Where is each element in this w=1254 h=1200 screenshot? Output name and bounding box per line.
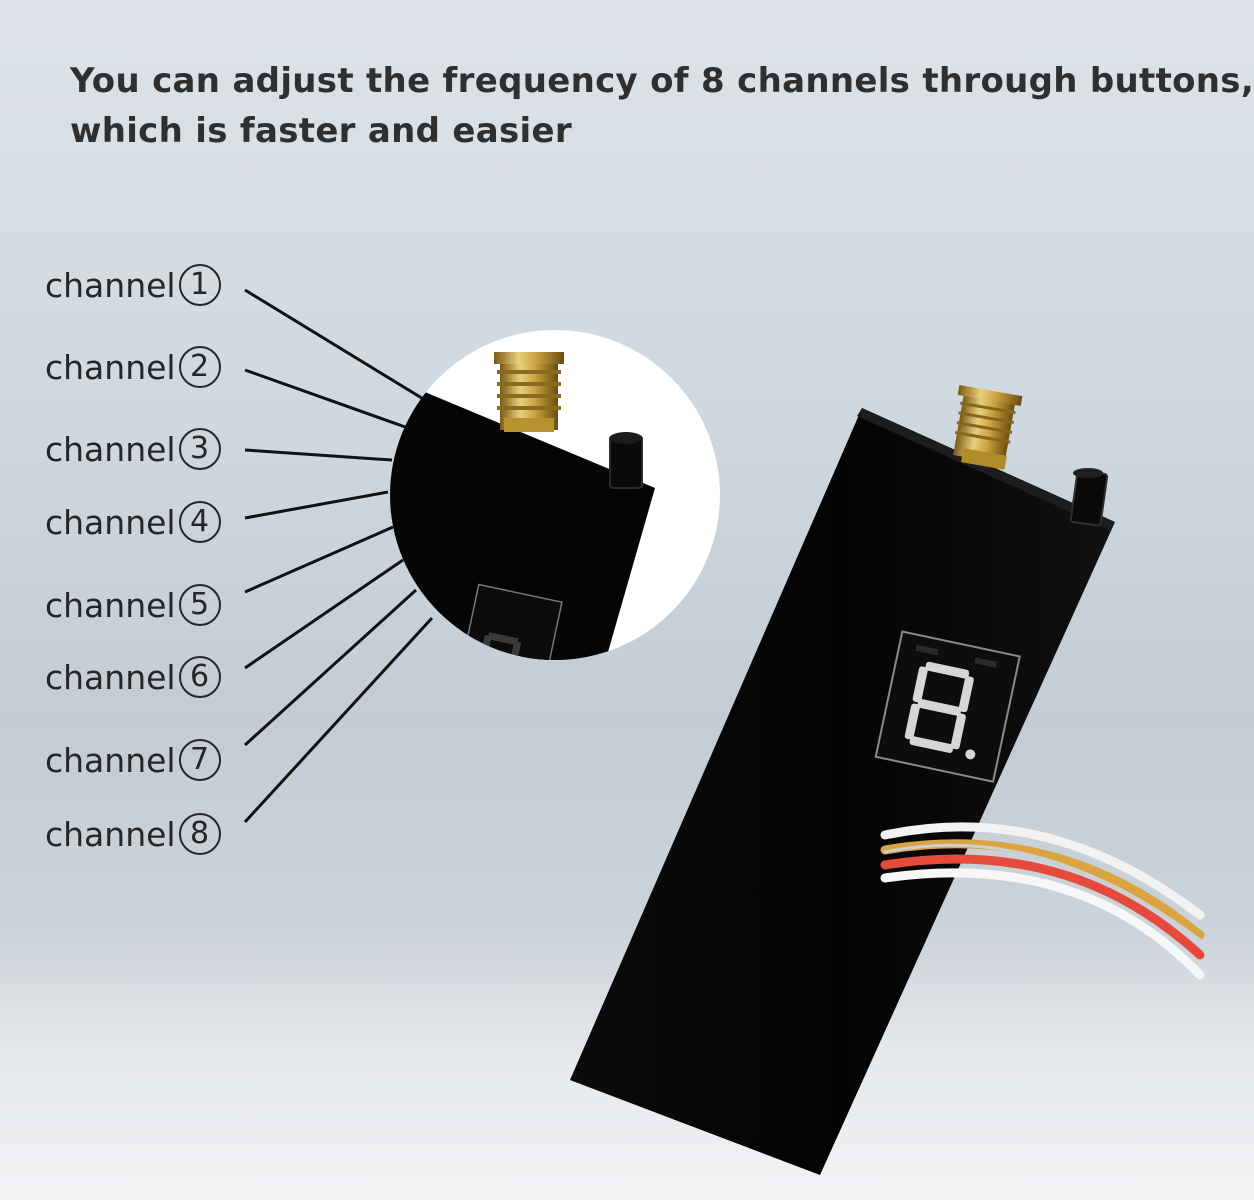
leader-lines xyxy=(243,288,434,824)
headline-line-2: which is faster and easier xyxy=(70,111,572,151)
channel-number-badge: 1 xyxy=(178,264,221,306)
channel-number-badge: 8 xyxy=(178,813,221,855)
zoom-digit-display xyxy=(461,583,563,660)
leader-line-5 xyxy=(244,525,394,594)
channel-label-6: channel 6 xyxy=(45,654,245,700)
display-digit-8 xyxy=(904,661,976,760)
channel-text: channel xyxy=(45,429,176,469)
leader-line-3 xyxy=(244,448,393,462)
channel-number-badge: 2 xyxy=(178,346,221,388)
channel-text: channel xyxy=(45,814,176,854)
antenna-connector xyxy=(953,385,1023,470)
channel-text: channel xyxy=(45,740,176,780)
headline: You can adjust the frequency of 8 channe… xyxy=(70,56,1254,156)
zoom-device-body xyxy=(390,390,655,660)
channel-number-badge: 5 xyxy=(178,584,221,626)
channel-number-badge: 4 xyxy=(178,501,221,543)
channel-label-3: channel 3 xyxy=(45,426,245,472)
channel-label-7: channel 7 xyxy=(45,737,245,783)
channel-button xyxy=(1069,468,1109,527)
channel-label-8: channel 8 xyxy=(45,811,245,857)
wire-bundle xyxy=(880,822,1205,980)
leader-line-2 xyxy=(244,368,409,430)
leader-line-4 xyxy=(244,490,389,520)
zoom-inset xyxy=(390,330,720,660)
channel-number-badge: 6 xyxy=(178,656,221,698)
channel-number-badge: 3 xyxy=(178,428,221,470)
channel-label-5: channel 5 xyxy=(45,582,245,628)
channel-text: channel xyxy=(45,502,176,542)
channel-label-2: channel 2 xyxy=(45,344,245,390)
leader-line-8 xyxy=(243,616,434,824)
leader-line-6 xyxy=(244,558,404,670)
channel-text: channel xyxy=(45,265,176,305)
channel-text: channel xyxy=(45,585,176,625)
channel-text: channel xyxy=(45,657,176,697)
channel-text: channel xyxy=(45,347,176,387)
channel-number-badge: 7 xyxy=(178,739,221,781)
leader-line-1 xyxy=(244,288,426,402)
product-illustration xyxy=(243,288,1205,1175)
channel-label-1: channel 1 xyxy=(45,262,245,308)
transmitter-device xyxy=(570,385,1205,1175)
zoom-antenna-connector xyxy=(494,352,564,432)
device-body xyxy=(570,408,1115,1175)
seven-segment-display xyxy=(874,630,1021,783)
leader-line-7 xyxy=(243,588,418,747)
channel-label-4: channel 4 xyxy=(45,499,245,545)
headline-line-1: You can adjust the frequency of 8 channe… xyxy=(70,61,1254,101)
